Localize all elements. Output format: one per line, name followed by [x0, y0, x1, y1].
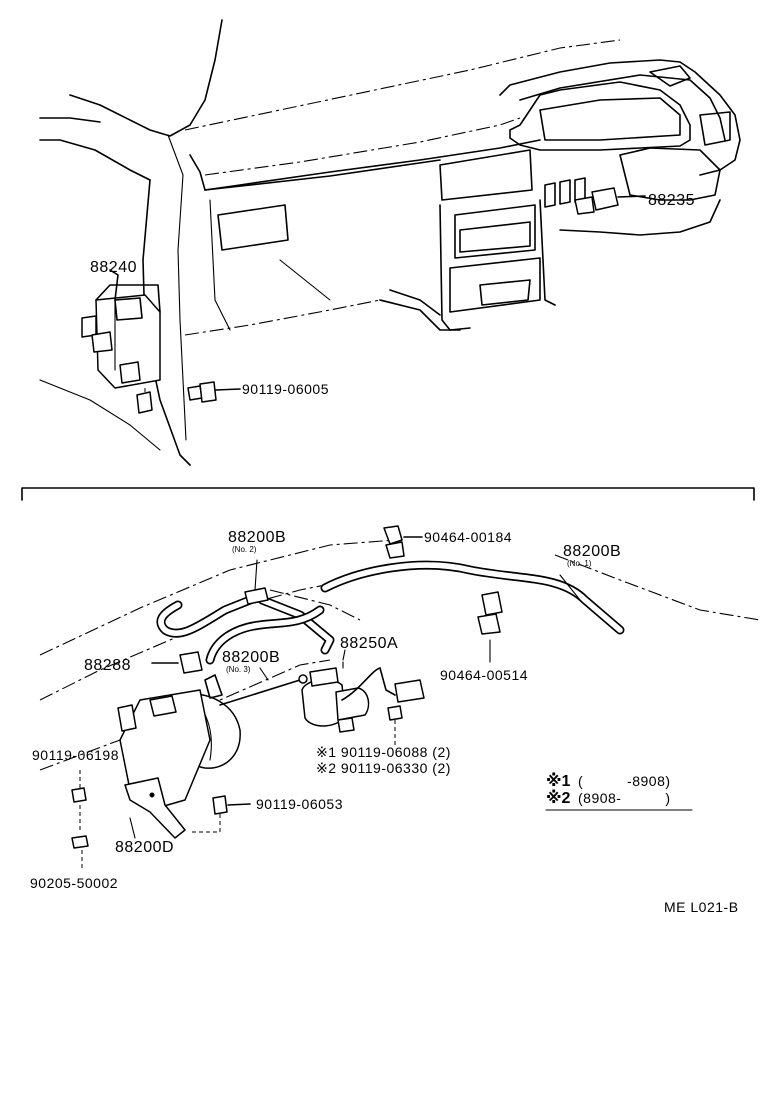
label-90464-00184: 90464-00184 — [424, 529, 512, 545]
label-90464-00514: 90464-00514 — [440, 667, 528, 683]
section-divider — [21, 487, 755, 501]
label-88288: 88288 — [84, 657, 131, 674]
note2-mark: ※2 — [546, 789, 571, 807]
label-88200d: 88200D — [115, 839, 174, 856]
label-88235: 88235 — [648, 192, 695, 209]
note1-text: ( -8908) — [578, 773, 671, 789]
label-88250a: 88250A — [340, 635, 398, 652]
label-hose-no3: 88200B — [222, 649, 280, 666]
label-90119-06005: 90119-06005 — [242, 381, 329, 397]
note2-text: (8908- ) — [578, 790, 671, 806]
label-90119-06198: 90119-06198 — [32, 747, 119, 763]
label-hose-no1-sub: (No. 1) — [567, 559, 592, 568]
label-hose-no1: 88200B — [563, 543, 621, 560]
label-90119-06330: ※2 90119-06330 (2) — [316, 760, 451, 776]
label-hose-no2: 88200B — [228, 529, 286, 546]
label-88240: 88240 — [90, 259, 137, 276]
dashboard-illustration — [39, 19, 741, 466]
label-90119-06088: ※1 90119-06088 (2) — [316, 744, 451, 760]
note1-mark: ※1 — [546, 772, 571, 790]
label-90119-06053: 90119-06053 — [256, 796, 343, 812]
label-hose-no3-sub: (No. 3) — [226, 665, 251, 674]
diagram-code: ME L021-B — [664, 899, 739, 915]
actuator-illustration — [39, 525, 761, 870]
label-hose-no2-sub: (No. 2) — [232, 545, 257, 554]
label-90205-50002: 90205-50002 — [30, 875, 118, 891]
